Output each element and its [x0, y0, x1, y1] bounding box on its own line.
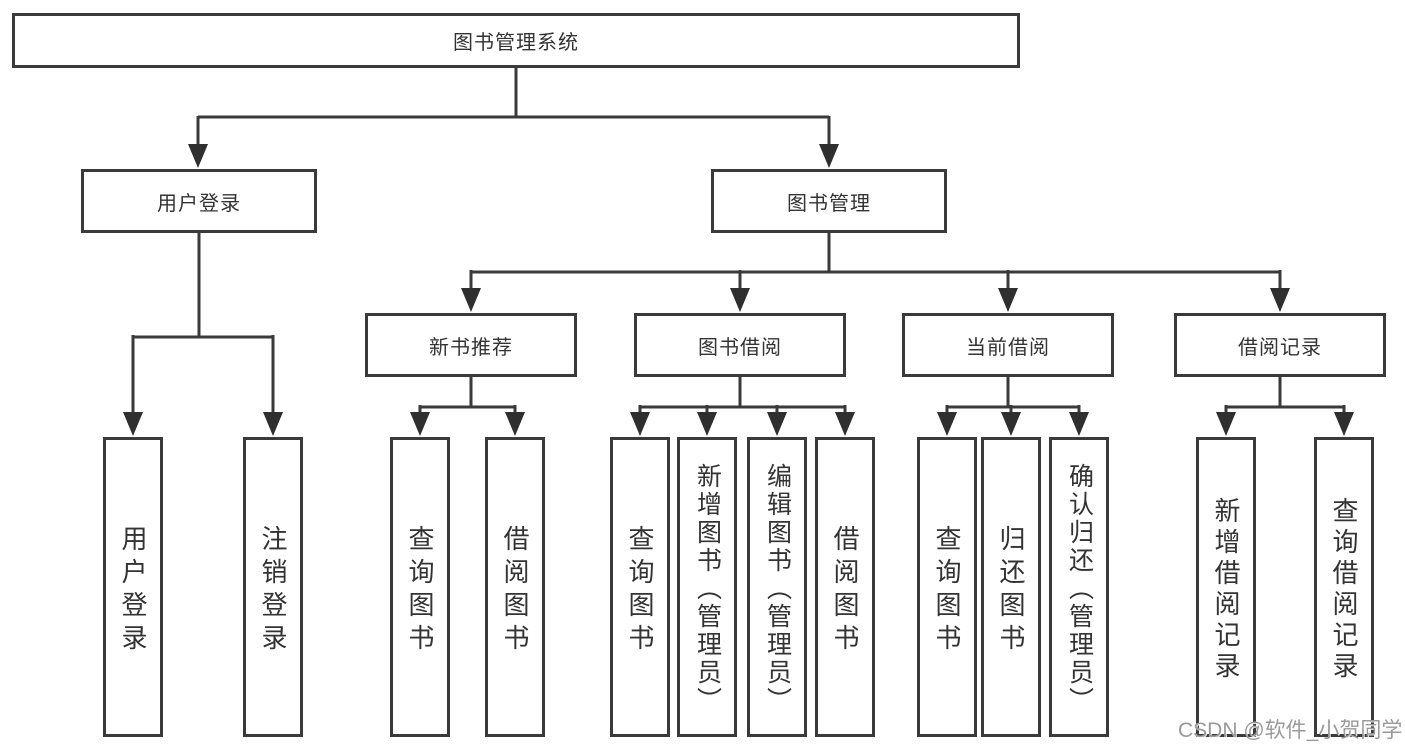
leaf-add-borrow-record: 新增借阅记录 — [1196, 437, 1256, 737]
leaf-logout: 注销登录 — [243, 437, 303, 737]
leaf-return-books: 归还图书 — [981, 437, 1041, 737]
leaf-query-books-current: 查询图书 — [917, 437, 977, 737]
leaf-user-login: 用户登录 — [103, 437, 163, 737]
leaf-query-books-recommend: 查询图书 — [390, 437, 450, 737]
leaf-add-book-admin-label: 新增图书（管理员） — [693, 462, 722, 715]
node-user-login-label: 用户登录 — [157, 192, 241, 215]
node-book-management-label: 图书管理 — [787, 192, 871, 215]
node-new-book-recommendation: 新书推荐 — [365, 313, 577, 377]
leaf-confirm-return-admin: 确认归还（管理员） — [1049, 437, 1109, 737]
leaf-user-login-label: 用户登录 — [118, 524, 148, 657]
leaf-edit-book-admin: 编辑图书（管理员） — [747, 437, 807, 737]
leaf-query-books-borrowing-label: 查询图书 — [625, 524, 655, 657]
node-new-book-recommendation-label: 新书推荐 — [429, 336, 513, 359]
leaf-borrow-books-recommend-label: 借阅图书 — [500, 524, 530, 657]
leaf-query-borrow-record: 查询借阅记录 — [1314, 437, 1374, 737]
leaf-query-books-borrowing: 查询图书 — [610, 437, 670, 737]
node-current-borrowing-label: 当前借阅 — [966, 336, 1050, 359]
leaf-borrow-books-borrowing-label: 借阅图书 — [830, 524, 860, 657]
node-root: 图书管理系统 — [12, 13, 1020, 68]
node-current-borrowing: 当前借阅 — [902, 313, 1114, 377]
leaf-edit-book-admin-label: 编辑图书（管理员） — [763, 462, 792, 715]
csdn-watermark: CSDN @软件_小贺同学 — [1178, 719, 1403, 742]
leaf-return-books-label: 归还图书 — [996, 524, 1026, 657]
leaf-add-borrow-record-label: 新增借阅记录 — [1211, 496, 1241, 683]
node-book-borrowing-label: 图书借阅 — [698, 336, 782, 359]
node-borrowing-records: 借阅记录 — [1174, 313, 1386, 377]
leaf-query-books-recommend-label: 查询图书 — [405, 524, 435, 657]
leaf-add-book-admin: 新增图书（管理员） — [677, 437, 737, 737]
node-root-label: 图书管理系统 — [453, 32, 579, 54]
node-book-borrowing: 图书借阅 — [634, 313, 846, 377]
node-book-management: 图书管理 — [711, 169, 947, 233]
leaf-borrow-books-borrowing: 借阅图书 — [815, 437, 875, 737]
leaf-borrow-books-recommend: 借阅图书 — [485, 437, 545, 737]
node-borrowing-records-label: 借阅记录 — [1238, 336, 1322, 359]
leaf-logout-label: 注销登录 — [258, 524, 288, 657]
leaf-query-books-current-label: 查询图书 — [932, 524, 962, 657]
leaf-query-borrow-record-label: 查询借阅记录 — [1329, 496, 1359, 683]
node-user-login: 用户登录 — [81, 169, 317, 233]
leaf-confirm-return-admin-label: 确认归还（管理员） — [1065, 462, 1094, 715]
